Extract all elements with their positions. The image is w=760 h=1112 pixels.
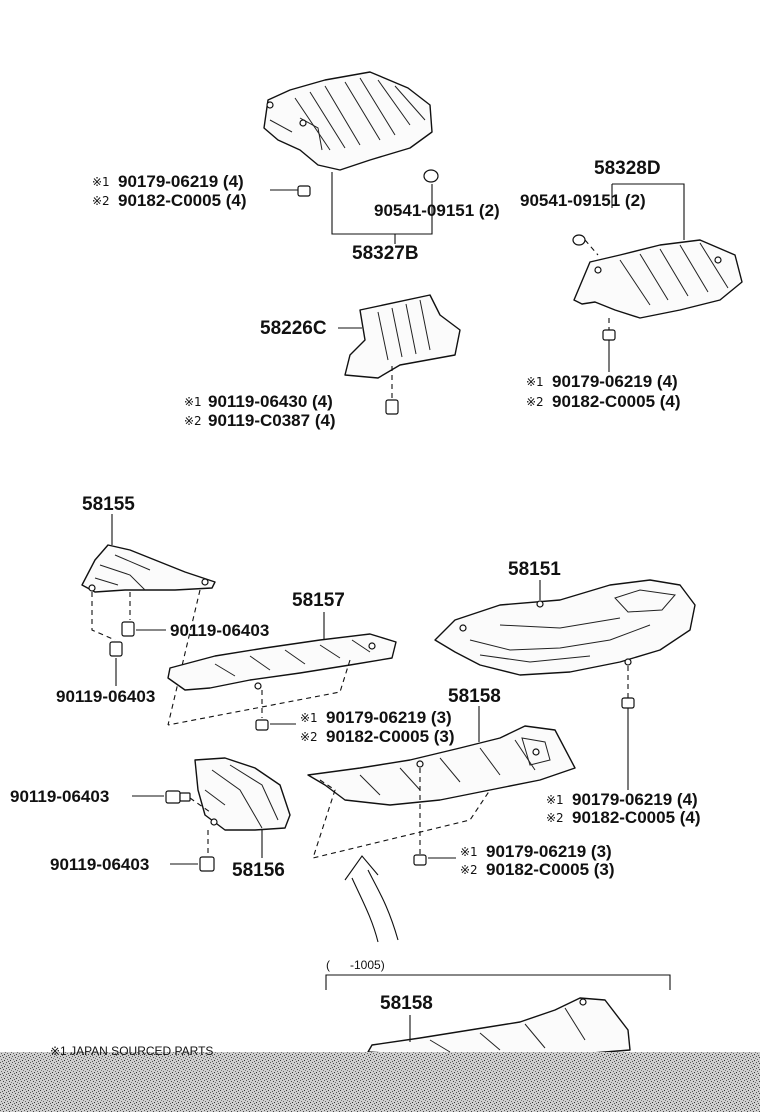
bolt-icon	[109, 641, 123, 657]
callout-mark: ※1	[460, 845, 478, 859]
hole-icon	[201, 578, 209, 586]
nut-icon	[297, 185, 311, 197]
footnote: ※1 JAPAN SOURCED PARTS	[50, 1044, 213, 1058]
label-58156: 58156	[232, 860, 285, 881]
callout-mark: ※1	[184, 395, 202, 409]
label-58157: 58157	[292, 590, 345, 611]
part-58156-insulator	[194, 757, 291, 831]
callout-mark: ※1	[92, 175, 110, 189]
hole-icon	[594, 266, 602, 274]
part-58158-insulator	[307, 725, 576, 806]
hole-icon	[299, 119, 307, 127]
label-58328d: 58328D	[594, 158, 661, 179]
callout-part-number: 90179-06219 (4)	[572, 790, 698, 809]
part-58327b-insulator	[263, 71, 433, 171]
range-bracket	[325, 974, 671, 990]
label-58226c: 58226C	[260, 318, 327, 339]
callout-mark: ※2	[460, 863, 478, 877]
hole-icon	[714, 256, 722, 264]
hole-icon	[532, 748, 540, 756]
callout-part-number: 90182-C0005 (4)	[552, 392, 681, 411]
part-58151-insulator	[434, 579, 696, 676]
callout-mark: ※2	[546, 811, 564, 825]
nut-icon	[621, 697, 635, 709]
part-58155-insulator	[81, 544, 216, 593]
scan-noise-band	[0, 1052, 760, 1112]
callout-mark: ※2	[92, 194, 110, 208]
callout-part-number: 90182-C0005 (4)	[118, 191, 247, 210]
callout-part-number: 90179-06219 (4)	[118, 172, 244, 191]
bolt-icon	[385, 399, 399, 415]
hole-icon	[624, 658, 632, 666]
hole-icon	[210, 818, 218, 826]
callout-mark: ※2	[184, 414, 202, 428]
hole-icon	[254, 682, 262, 690]
callout-part-number: 90119-06430 (4)	[208, 392, 333, 411]
callout-part-number: 90179-06219 (3)	[486, 842, 612, 861]
callout-part-number: 90182-C0005 (3)	[486, 860, 615, 879]
hole-icon	[459, 624, 467, 632]
callout-part-number: 90182-C0005 (4)	[572, 808, 701, 827]
callout-part-number: 90541-09151 (2)	[520, 191, 646, 210]
bolt-icon	[199, 856, 215, 872]
callout-part-number: 90119-06403	[56, 687, 155, 706]
hole-icon	[368, 642, 376, 650]
label-58155: 58155	[82, 494, 135, 515]
production-range-note: ( -1005)	[326, 958, 385, 972]
nut-icon	[413, 854, 427, 866]
callout-part-number: 90119-06403	[170, 621, 269, 640]
hole-icon	[416, 760, 424, 768]
callout-mark: ※2	[526, 395, 544, 409]
callout-part-number: 90179-06219 (4)	[552, 372, 678, 391]
label-58327b: 58327B	[352, 243, 419, 264]
callout-part-number: 90119-06403	[50, 855, 149, 874]
nut-icon	[255, 719, 269, 731]
hole-icon	[266, 101, 274, 109]
callout-part-number: 90119-C0387 (4)	[208, 411, 336, 430]
part-58328d-insulator	[573, 239, 743, 319]
label-58158-variant: 58158	[380, 993, 433, 1014]
callout-part-number: 90541-09151 (2)	[374, 201, 500, 220]
part-58226c-insulator	[344, 294, 461, 379]
clip-icon	[423, 169, 439, 183]
label-58158: 58158	[448, 686, 501, 707]
callout-part-number: 90182-C0005 (3)	[326, 727, 455, 746]
callout-mark: ※1	[526, 375, 544, 389]
callout-mark: ※1	[546, 793, 564, 807]
bolt-icon	[165, 790, 191, 804]
bolt-icon	[121, 621, 135, 637]
nut-icon	[602, 329, 616, 341]
callout-part-number: 90179-06219 (3)	[326, 708, 452, 727]
callout-mark: ※2	[300, 730, 318, 744]
callout-mark: ※1	[300, 711, 318, 725]
hole-icon	[579, 998, 587, 1006]
label-58151: 58151	[508, 559, 561, 580]
callout-part-number: 90119-06403	[10, 787, 109, 806]
hole-icon	[88, 584, 96, 592]
hole-icon	[536, 600, 544, 608]
direction-arrow-icon	[344, 855, 399, 943]
clip-icon	[572, 234, 586, 246]
part-58157-insulator	[167, 633, 397, 691]
